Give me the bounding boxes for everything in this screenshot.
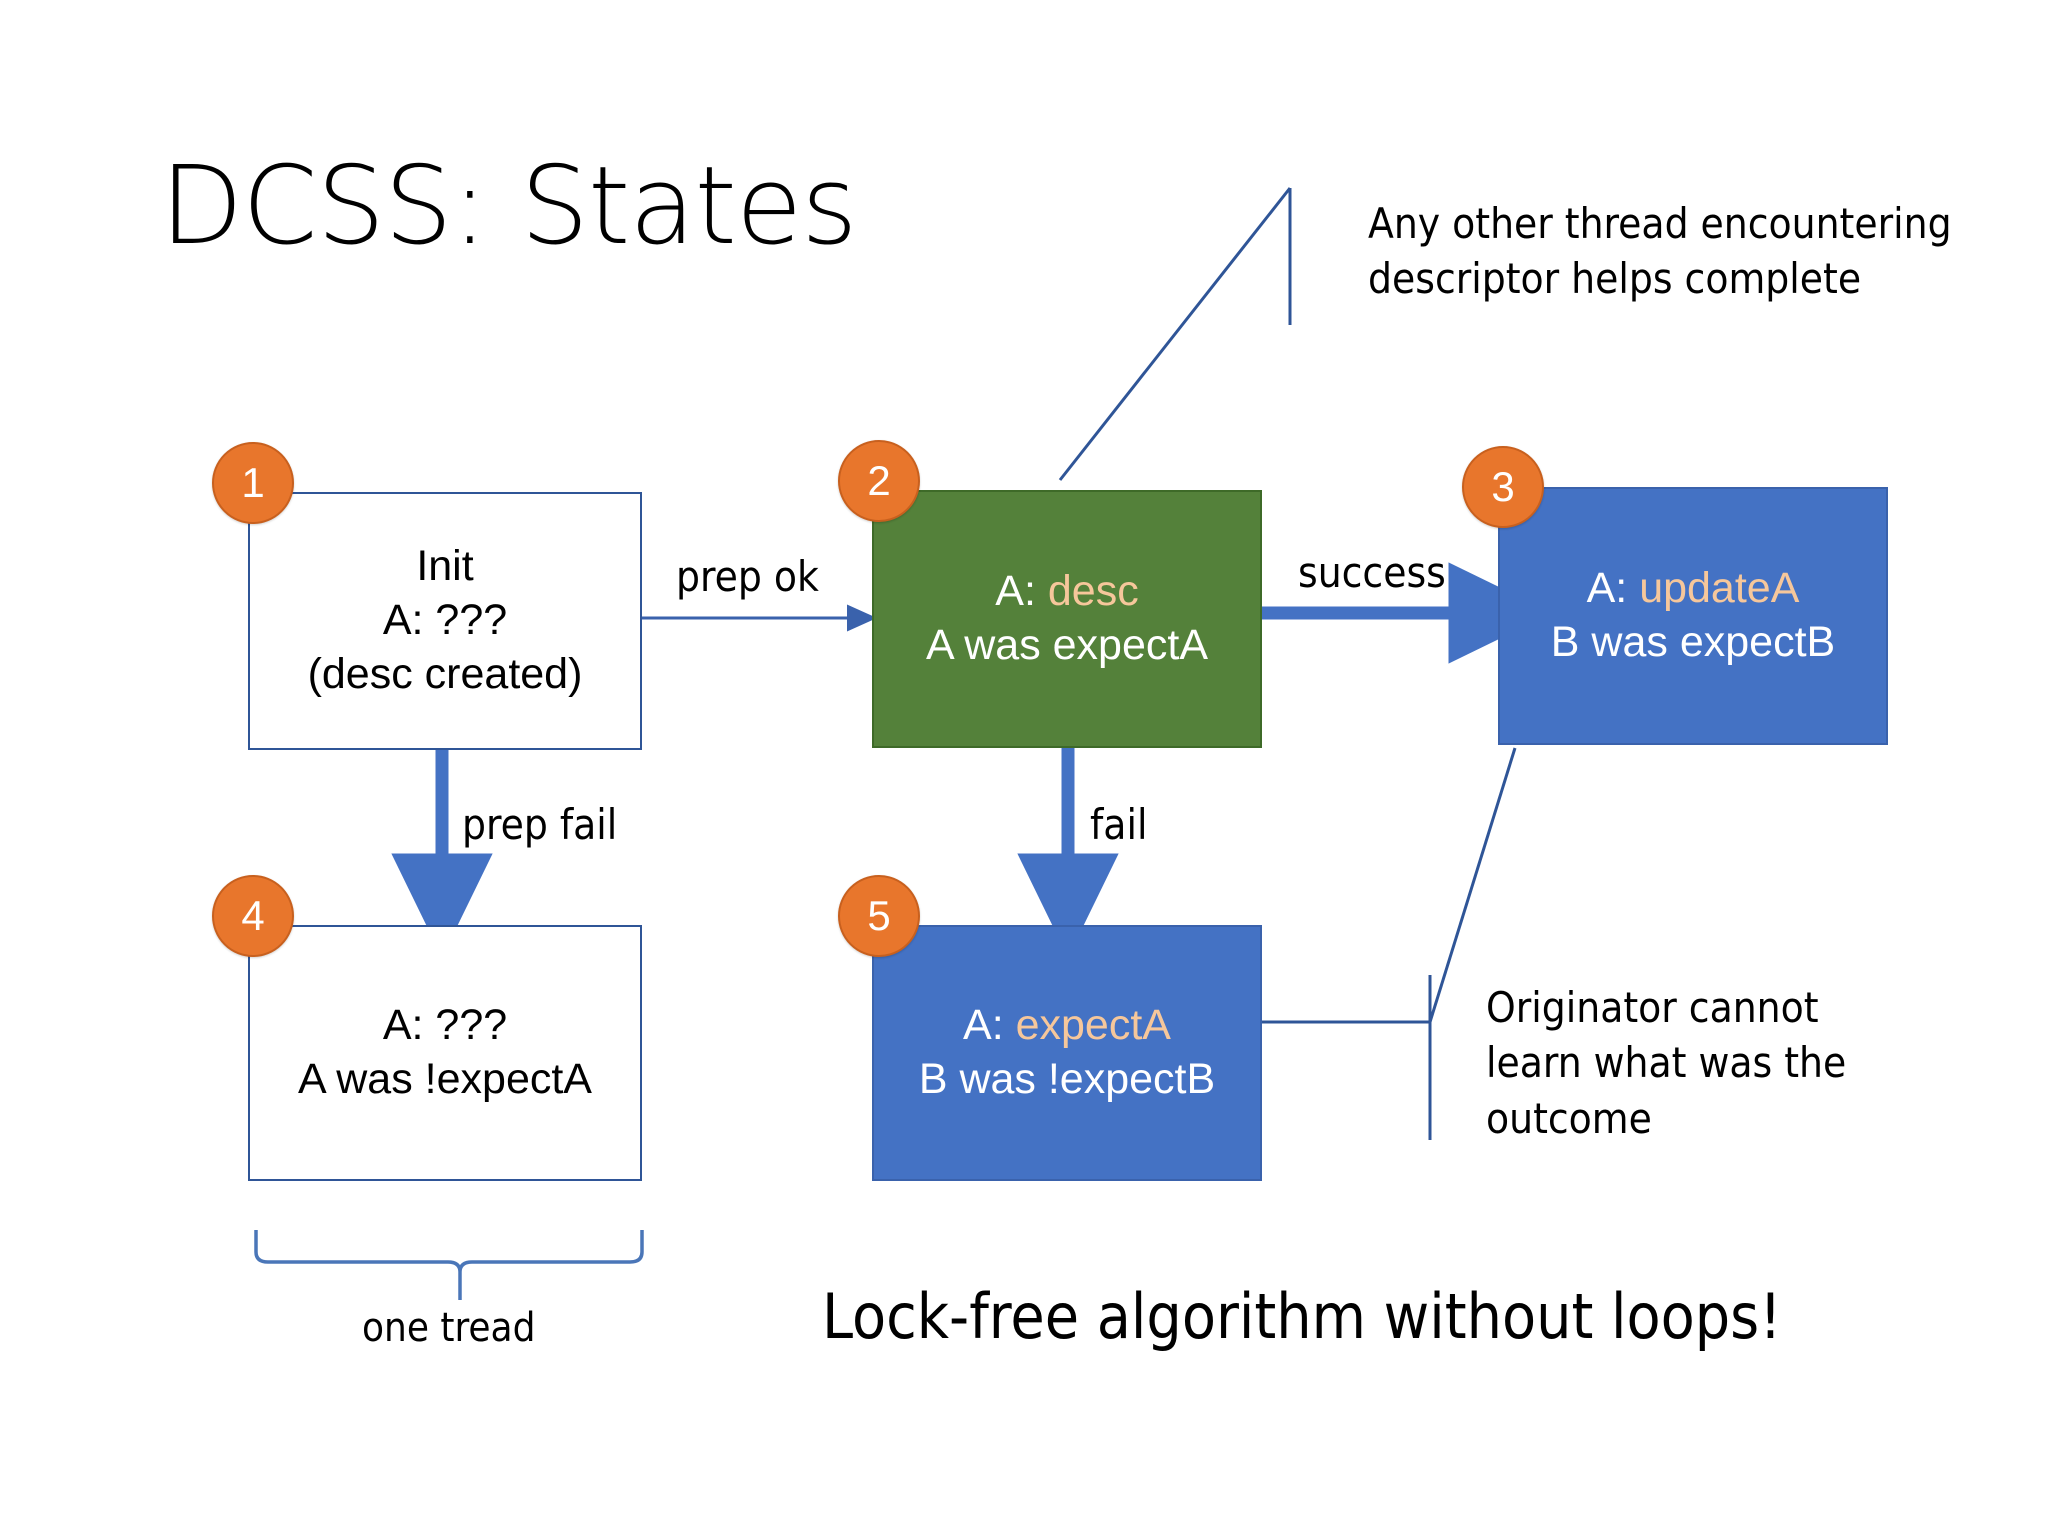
state-badge-4[interactable]: 4	[212, 875, 294, 957]
state-badge-1[interactable]: 1	[212, 442, 294, 524]
state-box-5-line-0: A: expectA	[963, 999, 1171, 1053]
state-box-2[interactable]: A: desc A was expectA	[872, 490, 1262, 748]
leader-originator-note	[1258, 747, 1517, 1140]
edge-label-success: success	[1298, 548, 1446, 597]
edge-label-fail: fail	[1090, 800, 1148, 849]
annotation-originator-note: Originator cannot learn what was the out…	[1486, 980, 1966, 1146]
state-box-5[interactable]: A: expectA B was !expectB	[872, 925, 1262, 1181]
annotation-helper-note: Any other thread encountering descriptor…	[1368, 196, 2038, 307]
state-box-3[interactable]: A: updateA B was expectB	[1498, 487, 1888, 745]
state-box-1-line-1: A: ???	[382, 596, 508, 645]
state-box-1-line-2: (desc created)	[307, 649, 583, 698]
edge-label-prep-fail: prep fail	[462, 800, 618, 849]
slide-tagline: Lock-free algorithm without loops!	[822, 1280, 1782, 1353]
leader-helper-note	[1058, 187, 1292, 481]
state-box-4-line-1: A was !expectA	[298, 1055, 592, 1103]
state-badge-3[interactable]: 3	[1462, 446, 1544, 528]
annotation-originator-note-line-2: outcome	[1486, 1093, 1652, 1143]
annotation-helper-note-line-0: Any other thread encountering	[1368, 199, 1952, 248]
state-box-2-line-0: A: desc	[995, 565, 1138, 619]
state-box-4[interactable]: A: ??? A was !expectA	[248, 925, 642, 1181]
state-box-2-line-1: A was expectA	[925, 621, 1209, 669]
brace-label-one-thread: one tread	[362, 1305, 536, 1351]
state-badge-2[interactable]: 2	[838, 440, 920, 522]
edge-label-prep-ok: prep ok	[676, 552, 819, 601]
state-box-2-line-0-label: A:	[995, 567, 1048, 616]
state-box-3-line-1: B was expectB	[1550, 618, 1836, 666]
state-box-1[interactable]: Init A: ??? (desc created)	[248, 492, 642, 750]
page-title: DCSS: States	[160, 144, 858, 269]
annotation-helper-note-line-1: descriptor helps complete	[1368, 254, 1862, 304]
state-box-5-line-0-accent: expectA	[1015, 1001, 1171, 1050]
state-box-5-line-1: B was !expectB	[918, 1055, 1216, 1103]
state-box-4-line-0: A: ???	[382, 1001, 508, 1050]
state-box-5-line-0-label: A:	[963, 1001, 1016, 1050]
annotation-originator-note-line-1: learn what was the	[1486, 1038, 1847, 1088]
state-box-1-line-0: Init	[416, 542, 474, 591]
one-thread-brace	[254, 1230, 644, 1300]
state-box-2-line-0-accent: desc	[1047, 567, 1139, 616]
state-box-3-line-0-accent: updateA	[1639, 564, 1800, 613]
state-box-3-line-0-label: A:	[1586, 564, 1640, 613]
annotation-originator-note-line-0: Originator cannot	[1486, 983, 1819, 1032]
state-box-3-line-0: A: updateA	[1587, 562, 1800, 616]
state-badge-5[interactable]: 5	[838, 875, 920, 957]
